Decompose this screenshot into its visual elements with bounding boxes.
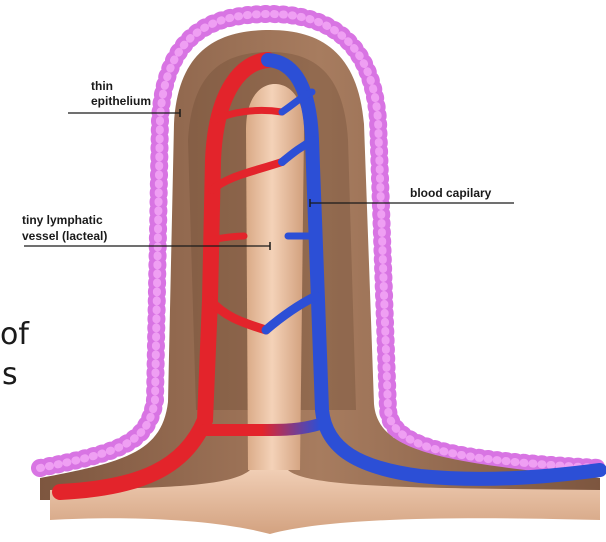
- label-epithelium-line2: epithelium: [91, 94, 151, 109]
- partial-text-line2: s: [2, 358, 18, 392]
- label-blood-capillary: blood capilary: [410, 186, 491, 201]
- label-lacteal-line1: tiny lymphatic: [22, 213, 103, 228]
- label-lacteal-line2: vessel (lacteal): [22, 229, 107, 244]
- label-epithelium-line1: thin: [91, 79, 113, 94]
- partial-text-line1: of: [0, 318, 29, 352]
- lacteal: [246, 84, 304, 470]
